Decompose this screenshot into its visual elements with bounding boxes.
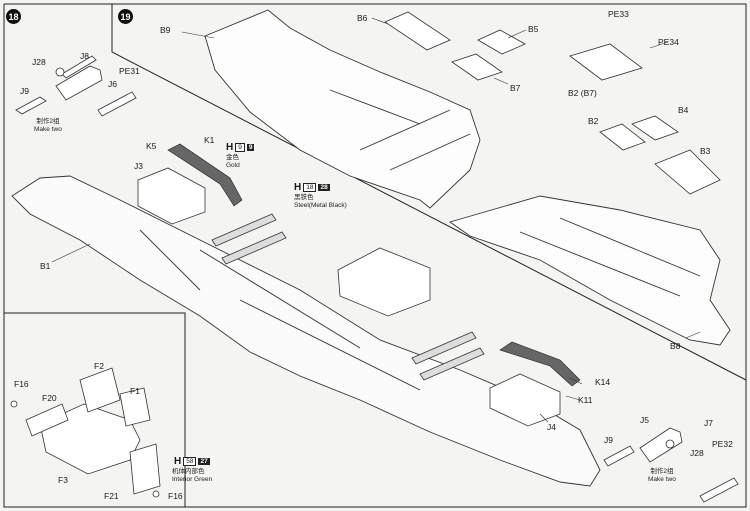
part-label-b1: B1: [40, 261, 51, 271]
part-label-f2: F2: [94, 361, 104, 371]
part-label-b6: B6: [357, 13, 368, 23]
part-label-pe34: PE34: [658, 37, 679, 47]
paint-callout-steel: H 18 28: [294, 182, 330, 193]
part-label-b2: B2: [588, 116, 599, 126]
paint-gold-cn: 金色: [226, 154, 239, 161]
part-label-f21: F21: [104, 491, 119, 501]
paint-code-gold-2: 9: [246, 144, 255, 151]
leader-lines: [51, 17, 701, 423]
paint-green-cn: 机体内部色: [172, 468, 205, 475]
paint-gold-en: Gold: [226, 161, 240, 169]
part-label-pe32: PE32: [712, 439, 733, 449]
part-label-j4: J4: [547, 422, 556, 432]
paint-name-gold: 金色 Gold: [226, 154, 240, 170]
wing-right-part: [448, 195, 731, 346]
part-label-j28-left: J28: [32, 57, 46, 67]
gun-bay-boxes: [137, 167, 561, 427]
make-two-cn-right: 制作2组: [650, 468, 674, 475]
paint-steel-en: Steel(Metal Black): [294, 201, 347, 209]
wing-upper-part: [204, 9, 481, 209]
paint-callout-green: H 58 27: [174, 456, 210, 467]
part-label-j5: J5: [640, 415, 649, 425]
part-label-f3: F3: [58, 475, 68, 485]
gun-assembly-right: [603, 427, 739, 503]
part-label-k5: K5: [146, 141, 157, 151]
make-two-en-right: Make two: [648, 475, 676, 483]
part-label-b9: B9: [160, 25, 171, 35]
part-label-pe31: PE31: [119, 66, 140, 76]
wing-lower-part: [11, 175, 601, 487]
part-label-j3: J3: [134, 161, 143, 171]
part-label-b2-b7: B2 (B7): [568, 88, 597, 98]
paint-name-steel: 黑铁色 Steel(Metal Black): [294, 194, 347, 210]
step-18-badge: 18: [6, 9, 21, 24]
part-label-j9-left: J9: [20, 86, 29, 96]
part-label-f1: F1: [130, 386, 140, 396]
part-label-b7: B7: [510, 83, 521, 93]
paint-green-en: Interior Green: [172, 475, 213, 483]
part-label-k1: K1: [204, 135, 215, 145]
part-label-k11: K11: [578, 395, 593, 405]
paint-name-green: 机体内部色 Interior Green: [172, 468, 212, 484]
part-label-f20: F20: [42, 393, 57, 403]
part-label-f16-top: F16: [14, 379, 29, 389]
part-label-j8: J8: [80, 51, 89, 61]
part-label-k14: K14: [595, 377, 611, 387]
paint-brand-steel: H: [294, 182, 302, 193]
panel-borders: [3, 3, 747, 508]
paint-code-green-2: 27: [198, 458, 210, 465]
ammo-belts: [167, 143, 581, 387]
paint-steel-cn: 黑铁色: [294, 194, 314, 201]
paint-code-gold-1: 9: [235, 143, 245, 152]
paint-code-green-1: 58: [183, 457, 197, 466]
part-label-b4: B4: [678, 105, 689, 115]
part-label-j6: J6: [108, 79, 117, 89]
make-two-note-right: 制作2组 Make two: [648, 468, 676, 484]
part-label-b3: B3: [700, 146, 711, 156]
make-two-note-left: 制作2组 Make two: [34, 118, 62, 134]
make-two-en-left: Make two: [34, 125, 62, 133]
paint-brand-green: H: [174, 456, 182, 467]
part-label-f16-bottom: F16: [168, 491, 183, 501]
part-label-j9-right: J9: [604, 435, 613, 445]
make-two-cn-left: 制作2组: [36, 118, 60, 125]
step-19-badge: 19: [118, 9, 133, 24]
gun-assembly-left: [15, 55, 137, 117]
part-label-b8: B8: [670, 341, 681, 351]
paint-callout-gold: H 9 9: [226, 142, 255, 153]
part-label-b5: B5: [528, 24, 539, 34]
part-label-pe33: PE33: [608, 9, 629, 19]
part-label-j7: J7: [704, 418, 713, 428]
paint-code-steel-2: 28: [318, 184, 330, 191]
paint-brand-gold: H: [226, 142, 234, 153]
part-label-j28-right: J28: [690, 448, 704, 458]
gun-barrels: [211, 213, 485, 381]
paint-code-steel-1: 18: [303, 183, 317, 192]
cockpit-parts: [10, 367, 161, 498]
small-panels-top: [384, 11, 721, 195]
